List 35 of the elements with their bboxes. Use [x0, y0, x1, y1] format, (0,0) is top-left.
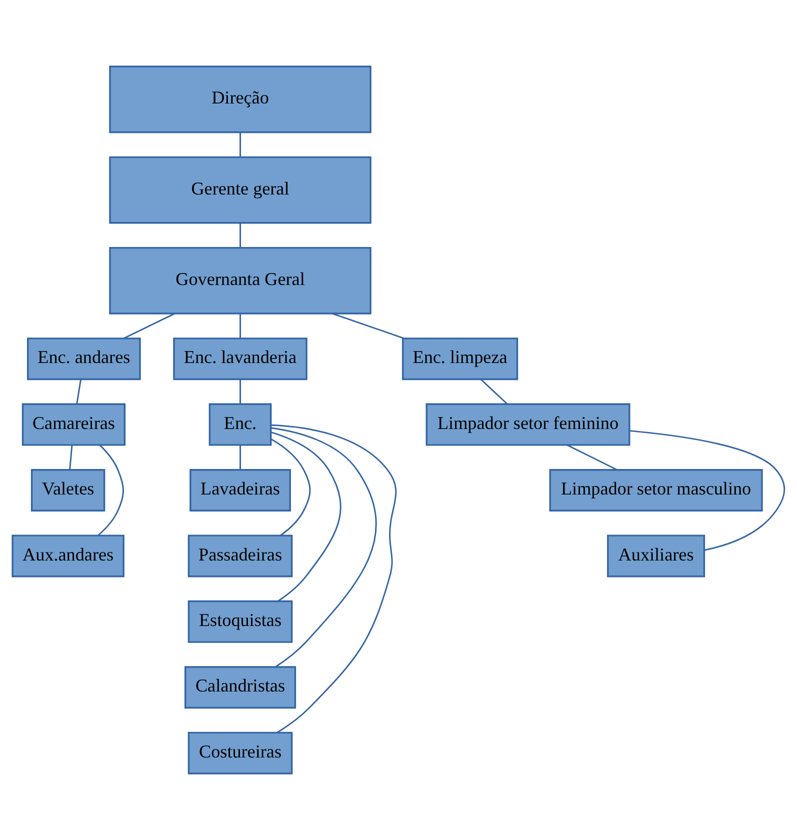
connector [69, 444, 73, 470]
connector [629, 430, 786, 550]
node-box: Enc. lavanderia [173, 337, 308, 380]
node-box: Auxiliares [607, 534, 706, 577]
node-box: Aux.andares [12, 534, 124, 577]
connector [240, 132, 241, 157]
node-box: Enc. [208, 402, 272, 446]
connector [480, 378, 508, 404]
connector [240, 378, 241, 404]
node-box: Governanta Geral [109, 246, 372, 314]
connector [123, 312, 176, 339]
connector [98, 444, 124, 536]
connector [240, 222, 241, 248]
connector [270, 438, 311, 536]
node-box: Gerente geral [109, 156, 372, 224]
connector [271, 424, 397, 733]
connector [76, 378, 82, 404]
node-box: Limpador setor feminino [426, 402, 630, 446]
node-box: Enc. andares [26, 337, 141, 380]
connector [270, 426, 377, 667]
connector [270, 431, 342, 602]
connector [240, 313, 241, 338]
node-box: Estoquistas [188, 600, 293, 642]
node-box: Costureiras [188, 731, 293, 774]
connector [566, 444, 618, 470]
node-box: Valetes [30, 468, 106, 511]
node-box: Direção [109, 65, 372, 133]
node-box: Calandristas [184, 666, 296, 708]
node-box: Lavadeiras [190, 468, 291, 511]
node-box: Limpador setor masculino [549, 468, 763, 511]
node-box: Enc. limpeza [402, 337, 518, 380]
node-box: Passadeiras [188, 534, 293, 577]
node-box: Camareiras [22, 402, 126, 446]
connector [240, 444, 241, 470]
connector [332, 312, 404, 339]
